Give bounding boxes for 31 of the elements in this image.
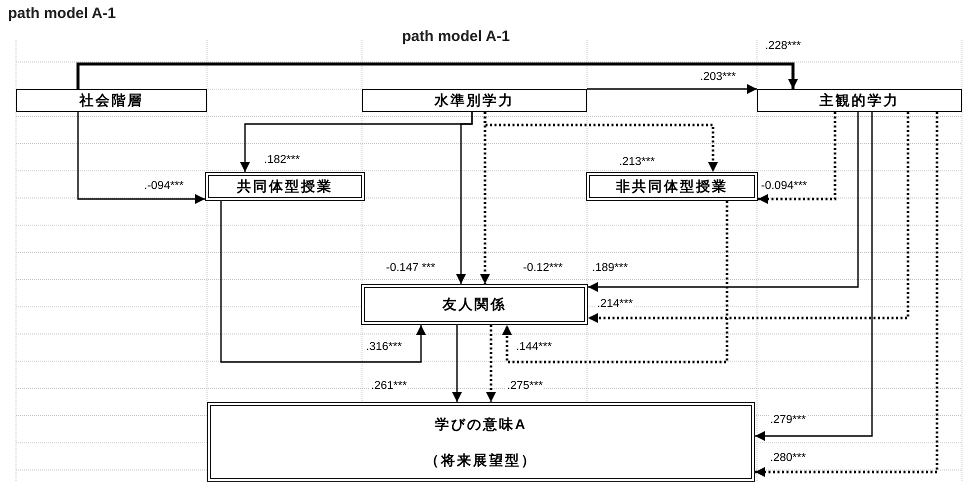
node-label: 主観的学力 [820, 92, 900, 109]
node-label: 非共同体型授業 [616, 178, 728, 195]
dotted-arrow [486, 325, 496, 402]
variable-box [586, 172, 758, 201]
arrow [588, 112, 859, 292]
dotted-arrow [480, 112, 490, 284]
variable-box [16, 89, 207, 112]
chart-heading: path model A-1 [402, 28, 510, 45]
node-label: 学びの意味A [434, 416, 528, 432]
variable-box [207, 402, 755, 482]
arrow [755, 112, 873, 441]
arrow [452, 325, 462, 402]
dotted-arrow [588, 112, 910, 323]
dotted-arrow [755, 112, 938, 477]
node-label: 共同体型授業 [237, 178, 333, 195]
arrow [220, 201, 426, 363]
title: path model A-1 [8, 5, 116, 22]
node-label: （将来展望型） [425, 452, 537, 468]
dotted-arrow [758, 112, 836, 204]
arrow [456, 112, 473, 284]
variable-box [362, 89, 587, 112]
arrow [77, 112, 205, 204]
node-label: 水準別学力 [434, 92, 514, 109]
variable-box [757, 89, 962, 112]
node-label: 友人関係 [442, 296, 506, 313]
arrow [76, 62, 798, 89]
node-label: 社会階層 [80, 92, 144, 109]
variable-box [361, 284, 588, 325]
dotted-arrow [502, 201, 728, 364]
arrow [587, 84, 757, 94]
variable-box [205, 172, 365, 201]
